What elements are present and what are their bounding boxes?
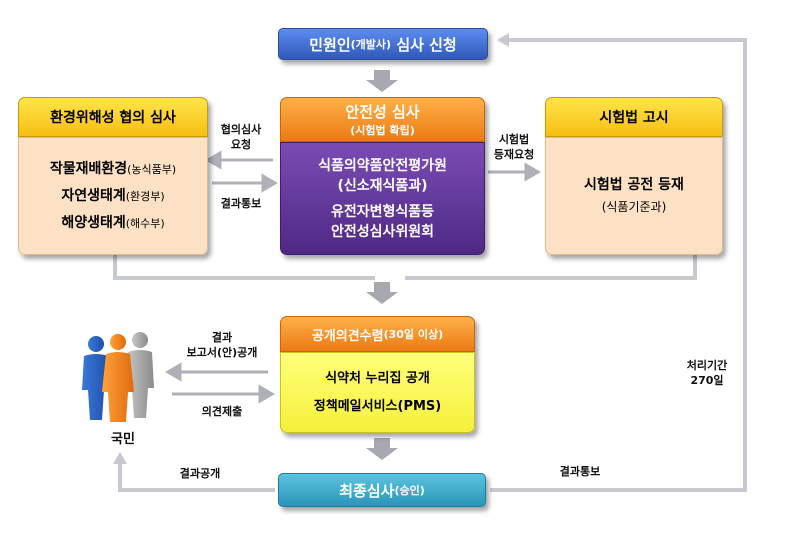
- down-arrow-icon: [366, 70, 398, 92]
- final-sub: (승인): [394, 484, 425, 497]
- arrow-test-request: [524, 162, 541, 182]
- safety-line4: 안전성심사위원회: [330, 223, 435, 240]
- safety-title: 안전성 심사: [345, 103, 420, 121]
- final-review-box: 최종심사(승인): [278, 473, 486, 507]
- public-opinion-box: 공개의견수렴(30일 이상) 식약처 누리집 공개 정책메일서비스(PMS): [280, 316, 475, 433]
- safety-review-box: 안전성 심사 (시험법 확립) 식품의약품안전평가원 (신소재식품과) 유전자변…: [280, 97, 485, 255]
- public-title-sub: (30일 이상): [383, 328, 444, 341]
- safety-line2: (신소재식품과): [337, 177, 428, 194]
- env-review-header: 환경위해성 협의 심사: [18, 97, 208, 137]
- env-item: 작물재배환경(농식품부): [49, 160, 177, 177]
- label-result-public: 결과공개: [179, 467, 221, 480]
- env-item: 자연생태계(환경부): [61, 187, 165, 204]
- arrow-consult-request: [205, 150, 222, 170]
- people-icon: [82, 332, 154, 422]
- safety-review-body: 식품의약품안전평가원 (신소재식품과) 유전자변형식품등 안전성심사위원회: [280, 142, 485, 255]
- applicant-main: 민원인: [309, 35, 351, 54]
- merge-line-right: [405, 255, 697, 280]
- applicant-rest: 심사 신청: [396, 35, 457, 54]
- label-test-request: 시험법 등재요청: [493, 133, 535, 161]
- safety-review-header: 안전성 심사 (시험법 확립): [280, 97, 485, 142]
- label-report-public: 결과 보고서(안)공개: [186, 331, 258, 359]
- env-review-body: 작물재배환경(농식품부) 자연생태계(환경부) 해양생태계(해수부): [18, 137, 208, 255]
- label-result-notify: 결과통보: [559, 465, 601, 478]
- final-main: 최종심사: [339, 481, 395, 500]
- line-final-to-citizen: [118, 462, 275, 492]
- test-line1: 시험법 공전 등재: [584, 177, 684, 193]
- arrow-consult-result: [261, 173, 278, 193]
- label-consult-request: 협의심사 요청: [220, 123, 262, 151]
- test-title: 시험법 고시: [599, 110, 669, 126]
- test-method-header: 시험법 고시: [545, 97, 723, 137]
- label-consult-result: 결과통보: [220, 197, 262, 210]
- public-opinion-header: 공개의견수렴(30일 이상): [280, 316, 475, 352]
- label-period: 처리기간 270일: [686, 359, 728, 387]
- safety-title-sub: (시험법 확립): [350, 124, 415, 137]
- public-opinion-body: 식약처 누리집 공개 정책메일서비스(PMS): [280, 352, 475, 433]
- applicant-sub: (개발사): [350, 38, 392, 51]
- applicant-request-box: 민원인(개발사) 심사 신청: [278, 28, 488, 60]
- public-line2: 정책메일서비스(PMS): [313, 398, 442, 414]
- label-opinion: 의견제출: [201, 405, 243, 418]
- citizen-label: 국민: [111, 432, 135, 447]
- arrow-opinion: [258, 384, 275, 404]
- loop-arrowhead: [497, 33, 509, 47]
- arrow-report-public: [165, 362, 182, 382]
- down-arrow-icon: [366, 438, 398, 460]
- env-item: 해양생태계(해수부): [61, 214, 165, 231]
- test-line2: (식품기준과): [601, 200, 667, 214]
- merge-line-left: [113, 255, 375, 280]
- env-review-box: 환경위해성 협의 심사 작물재배환경(농식품부) 자연생태계(환경부) 해양생태…: [18, 97, 208, 255]
- loop-line-right: [490, 38, 747, 492]
- safety-line1: 식품의약품안전평가원: [318, 157, 447, 174]
- env-title: 환경위해성 협의 심사: [50, 110, 176, 126]
- citizen-arrowhead: [113, 452, 127, 464]
- public-line1: 식약처 누리집 공개: [325, 370, 430, 386]
- down-arrow-icon: [366, 282, 398, 304]
- safety-line3: 유전자변형식품등: [330, 203, 435, 220]
- public-title: 공개의견수렴: [311, 328, 384, 344]
- test-method-box: 시험법 고시 시험법 공전 등재 (식품기준과): [545, 97, 723, 255]
- test-method-body: 시험법 공전 등재 (식품기준과): [545, 137, 723, 255]
